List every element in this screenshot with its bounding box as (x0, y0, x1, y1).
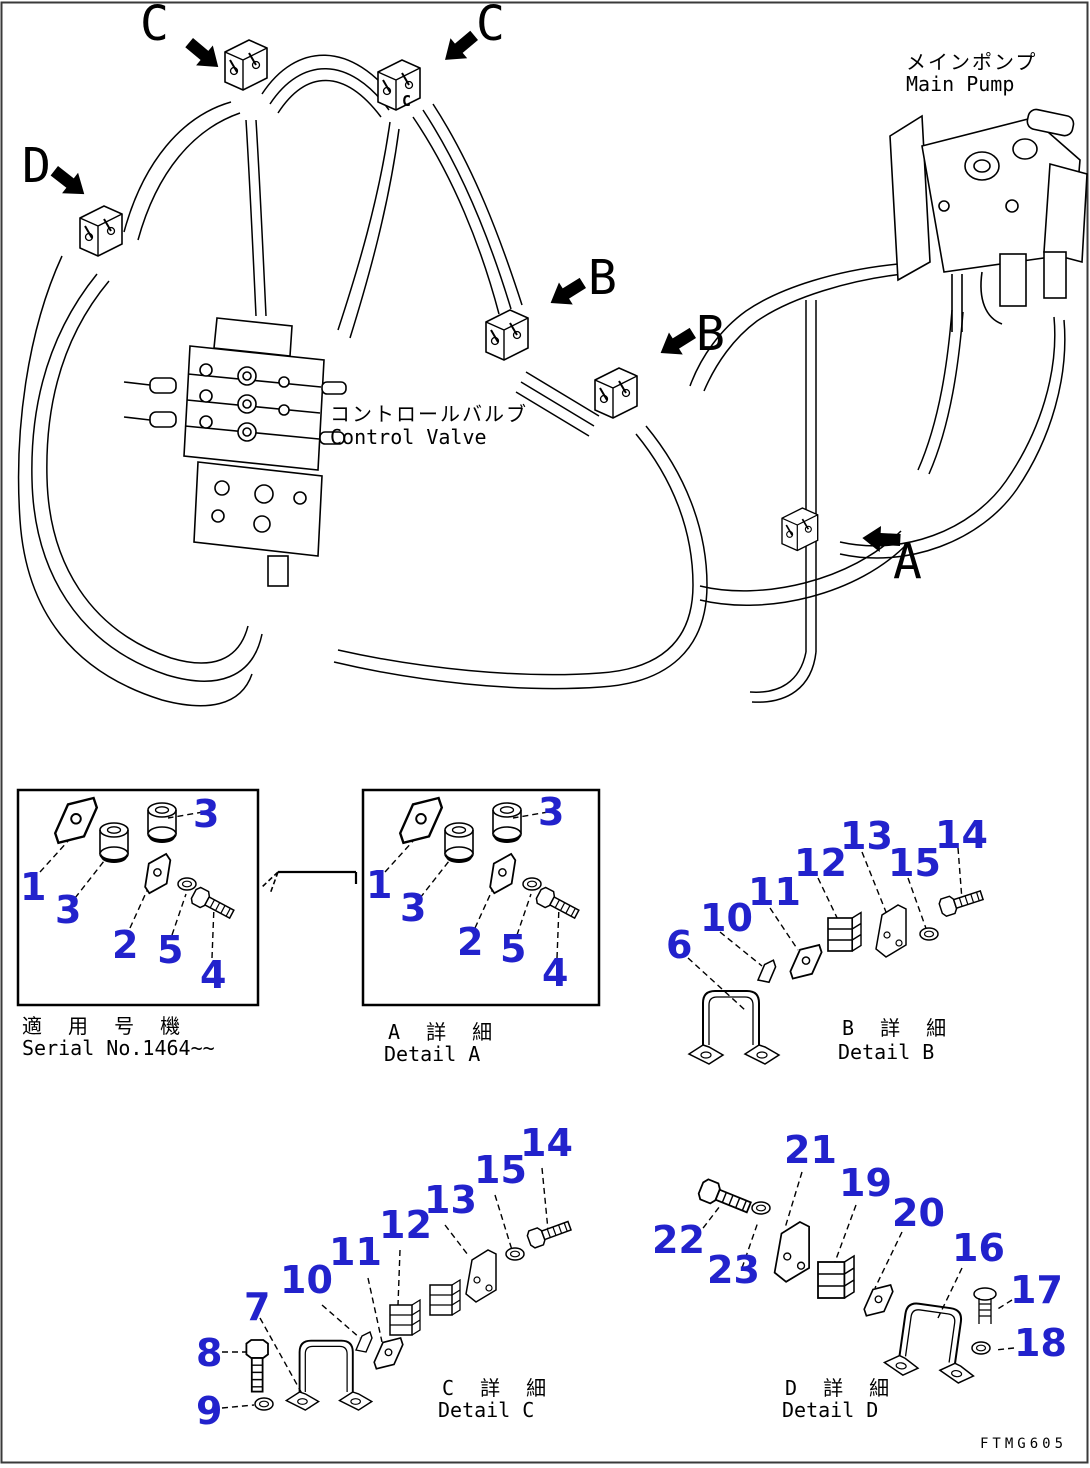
callout-16: 16 (952, 1226, 1005, 1270)
detail-b-title-en: Detail B (838, 1040, 935, 1064)
arrow-c1-icon (180, 32, 227, 77)
callout-14: 14 (935, 813, 988, 857)
label-main-pump-en: Main Pump (906, 72, 1015, 96)
label-control-valve-en: Control Valve (330, 425, 487, 449)
callout-21: 21 (784, 1128, 837, 1172)
callout-17: 17 (1010, 1268, 1063, 1312)
arrow-b1-icon (543, 271, 590, 315)
label-main-pump-jp: メインポンプ (906, 50, 1038, 74)
arrow-d-icon (46, 160, 93, 205)
callout-10: 10 (280, 1258, 333, 1302)
callout-23: 23 (707, 1248, 760, 1292)
view-marker-a: A (893, 534, 922, 590)
detail-a-box (361, 788, 601, 1007)
clamp-stamp-c: C (402, 92, 412, 110)
callout-5: 5 (500, 927, 527, 971)
arrow-b2-icon (653, 321, 700, 365)
callout-4: 4 (542, 951, 569, 995)
detail-b-parts (687, 847, 986, 1065)
callout-10: 10 (700, 896, 753, 940)
detail-b-title-jp: B 詳 細 (842, 1016, 954, 1040)
detail-d-parts (696, 1171, 1015, 1386)
equivalence-arrow (261, 870, 358, 895)
callout-7: 7 (244, 1285, 271, 1329)
callout-1: 1 (20, 865, 47, 909)
callout-13: 13 (840, 814, 893, 858)
callout-12: 12 (379, 1203, 432, 1247)
view-marker-c1: C (140, 0, 169, 52)
serial-number-text: Serial No.1464~~ (22, 1036, 215, 1060)
callout-6: 6 (666, 923, 693, 967)
callout-9: 9 (196, 1389, 223, 1433)
hydraulic-tubes (17, 54, 1066, 707)
callout-2: 2 (112, 923, 139, 967)
clamp-b1 (485, 309, 529, 361)
clamp-c1 (224, 39, 268, 91)
serial-detail-box (16, 788, 260, 1007)
serial-title-jp: 適 用 号 機 (22, 1014, 188, 1038)
detail-c-parts (221, 1167, 574, 1412)
detail-d-title-en: Detail D (782, 1398, 879, 1422)
callout-15: 15 (888, 841, 941, 885)
callout-22: 22 (652, 1218, 705, 1262)
main-pump-drawing (889, 108, 1088, 332)
clamp-c2 (377, 59, 421, 111)
view-marker-d: D (22, 138, 51, 194)
callout-14: 14 (520, 1121, 573, 1165)
callout-3: 3 (400, 886, 427, 930)
callout-18: 18 (1014, 1321, 1067, 1365)
detail-c-title-en: Detail C (438, 1398, 535, 1422)
callout-11: 11 (748, 870, 801, 914)
detail-a-title-jp: A 詳 細 (388, 1020, 500, 1044)
callout-8: 8 (196, 1331, 223, 1375)
clamp-b2 (594, 367, 638, 419)
callout-5: 5 (157, 928, 184, 972)
callout-13: 13 (424, 1178, 477, 1222)
clamp-d (79, 205, 123, 257)
callout-3: 3 (193, 792, 220, 836)
callout-2: 2 (457, 920, 484, 964)
label-control-valve-jp: コントロールバルブ (330, 402, 528, 426)
callout-1: 1 (366, 863, 393, 907)
detail-d-title-jp: D 詳 細 (785, 1376, 897, 1400)
callout-12: 12 (794, 841, 847, 885)
callout-20: 20 (892, 1191, 945, 1235)
view-arrows (46, 25, 901, 553)
callout-19: 19 (839, 1161, 892, 1205)
callout-4: 4 (200, 953, 227, 997)
view-marker-c2: C (476, 0, 505, 52)
clamp-a (781, 507, 819, 552)
callout-3: 3 (55, 888, 82, 932)
control-valve-drawing (123, 317, 347, 587)
detail-a-title-en: Detail A (384, 1042, 481, 1066)
detail-c-title-jp: C 詳 細 (442, 1376, 554, 1400)
callout-15: 15 (474, 1148, 527, 1192)
callout-3: 3 (538, 790, 565, 834)
document-code: FTMG605 (980, 1436, 1068, 1452)
view-marker-b2: B (696, 306, 725, 362)
callout-11: 11 (329, 1230, 382, 1274)
view-marker-b1: B (588, 250, 617, 306)
